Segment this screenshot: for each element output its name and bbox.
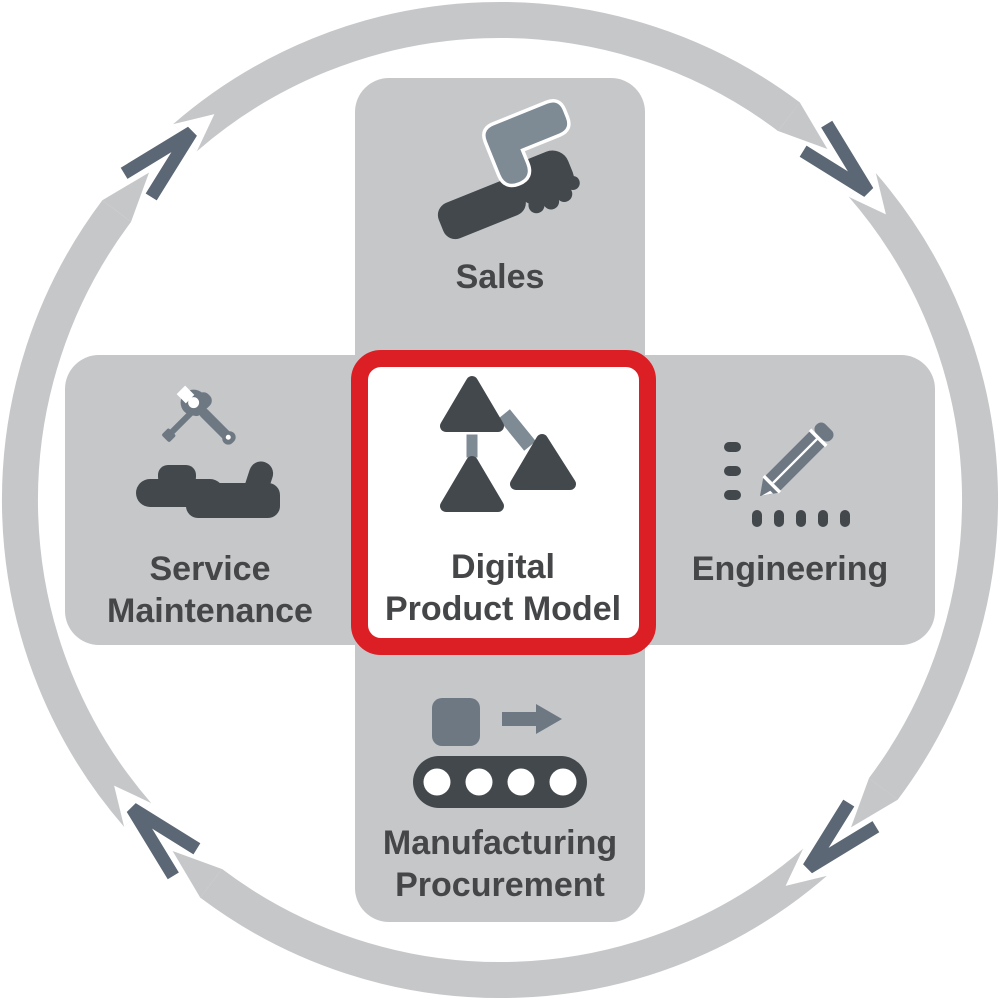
cycle-arc-left <box>1 200 152 827</box>
triangle-network-icon <box>440 376 576 512</box>
service-label-line1: Service <box>149 550 271 588</box>
conveyor-belt-icon <box>413 698 587 808</box>
cycle-arc-right <box>848 173 999 800</box>
pencil <box>760 422 834 496</box>
sketch-dashes <box>724 442 850 527</box>
service-label: Service Maintenance <box>60 548 360 632</box>
center-label-line1: Digital <box>451 548 555 586</box>
wrench-icon <box>176 385 236 445</box>
sales-label: Sales <box>350 256 650 298</box>
cycle-arc-tips <box>102 102 898 898</box>
service-label-line2: Maintenance <box>107 592 313 630</box>
cycle-arrowhead-bottom-right <box>803 799 880 874</box>
center-label-line2: Product Model <box>384 590 622 628</box>
conveyor-rollers <box>413 756 587 808</box>
center-highlight-box <box>351 350 656 655</box>
center-label: Digital Product Model <box>352 546 654 630</box>
right-arrow-icon <box>502 704 562 734</box>
engineering-label: Engineering <box>640 548 940 590</box>
hand-tools-icon <box>136 385 280 518</box>
cycle-arrowhead-bottom-left <box>126 803 201 880</box>
manufacturing-label-line2: Procurement <box>395 866 605 904</box>
open-hand <box>136 461 280 518</box>
engineering-label-line: Engineering <box>691 550 889 588</box>
cycle-arrowhead-top-left <box>120 126 197 201</box>
pencil-sketch-icon <box>724 422 850 527</box>
manufacturing-label: Manufacturing Procurement <box>320 822 680 906</box>
sales-label-line: Sales <box>455 258 545 296</box>
cycle-arrowhead-top-right <box>799 120 874 197</box>
conveyor-box <box>432 698 480 746</box>
cycle-arc-top <box>173 1 800 152</box>
handshake-icon <box>437 99 580 240</box>
cycle-arc-bottom <box>200 848 827 999</box>
manufacturing-label-line1: Manufacturing <box>382 824 618 862</box>
